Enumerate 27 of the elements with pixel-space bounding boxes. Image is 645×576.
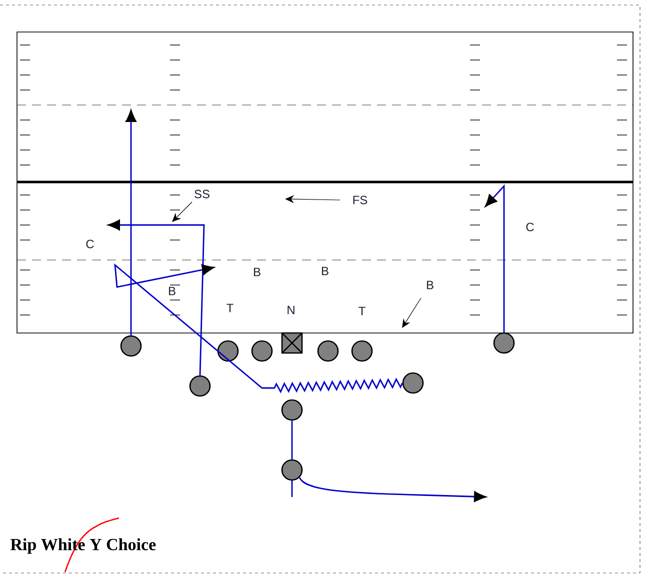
player-circle [493, 332, 515, 354]
center-square [281, 332, 303, 354]
player-circle [251, 340, 273, 362]
player-circle [120, 335, 142, 357]
player-label: B [254, 268, 260, 276]
player-circle [402, 372, 424, 394]
player-label: B [322, 266, 328, 276]
player-label: FS [353, 196, 368, 204]
player-label: C [526, 222, 534, 232]
player-circle [317, 340, 339, 362]
player-circle [281, 459, 303, 481]
route-arrow [108, 220, 205, 376]
player-circle [189, 375, 211, 397]
route-arrow [126, 110, 136, 336]
route-arrow [485, 184, 505, 332]
route-arrow [298, 477, 486, 502]
player-circle [281, 399, 303, 421]
player-label: T [358, 306, 366, 316]
player-label: B [169, 286, 176, 296]
player-label: C [86, 240, 94, 248]
player-label: B [427, 280, 434, 290]
route-arrow [114, 263, 403, 394]
player-circle [217, 340, 239, 362]
player-label: N [288, 306, 294, 314]
player-label: SS [194, 190, 210, 198]
player-label: T [226, 304, 234, 312]
player-circle [351, 340, 373, 362]
